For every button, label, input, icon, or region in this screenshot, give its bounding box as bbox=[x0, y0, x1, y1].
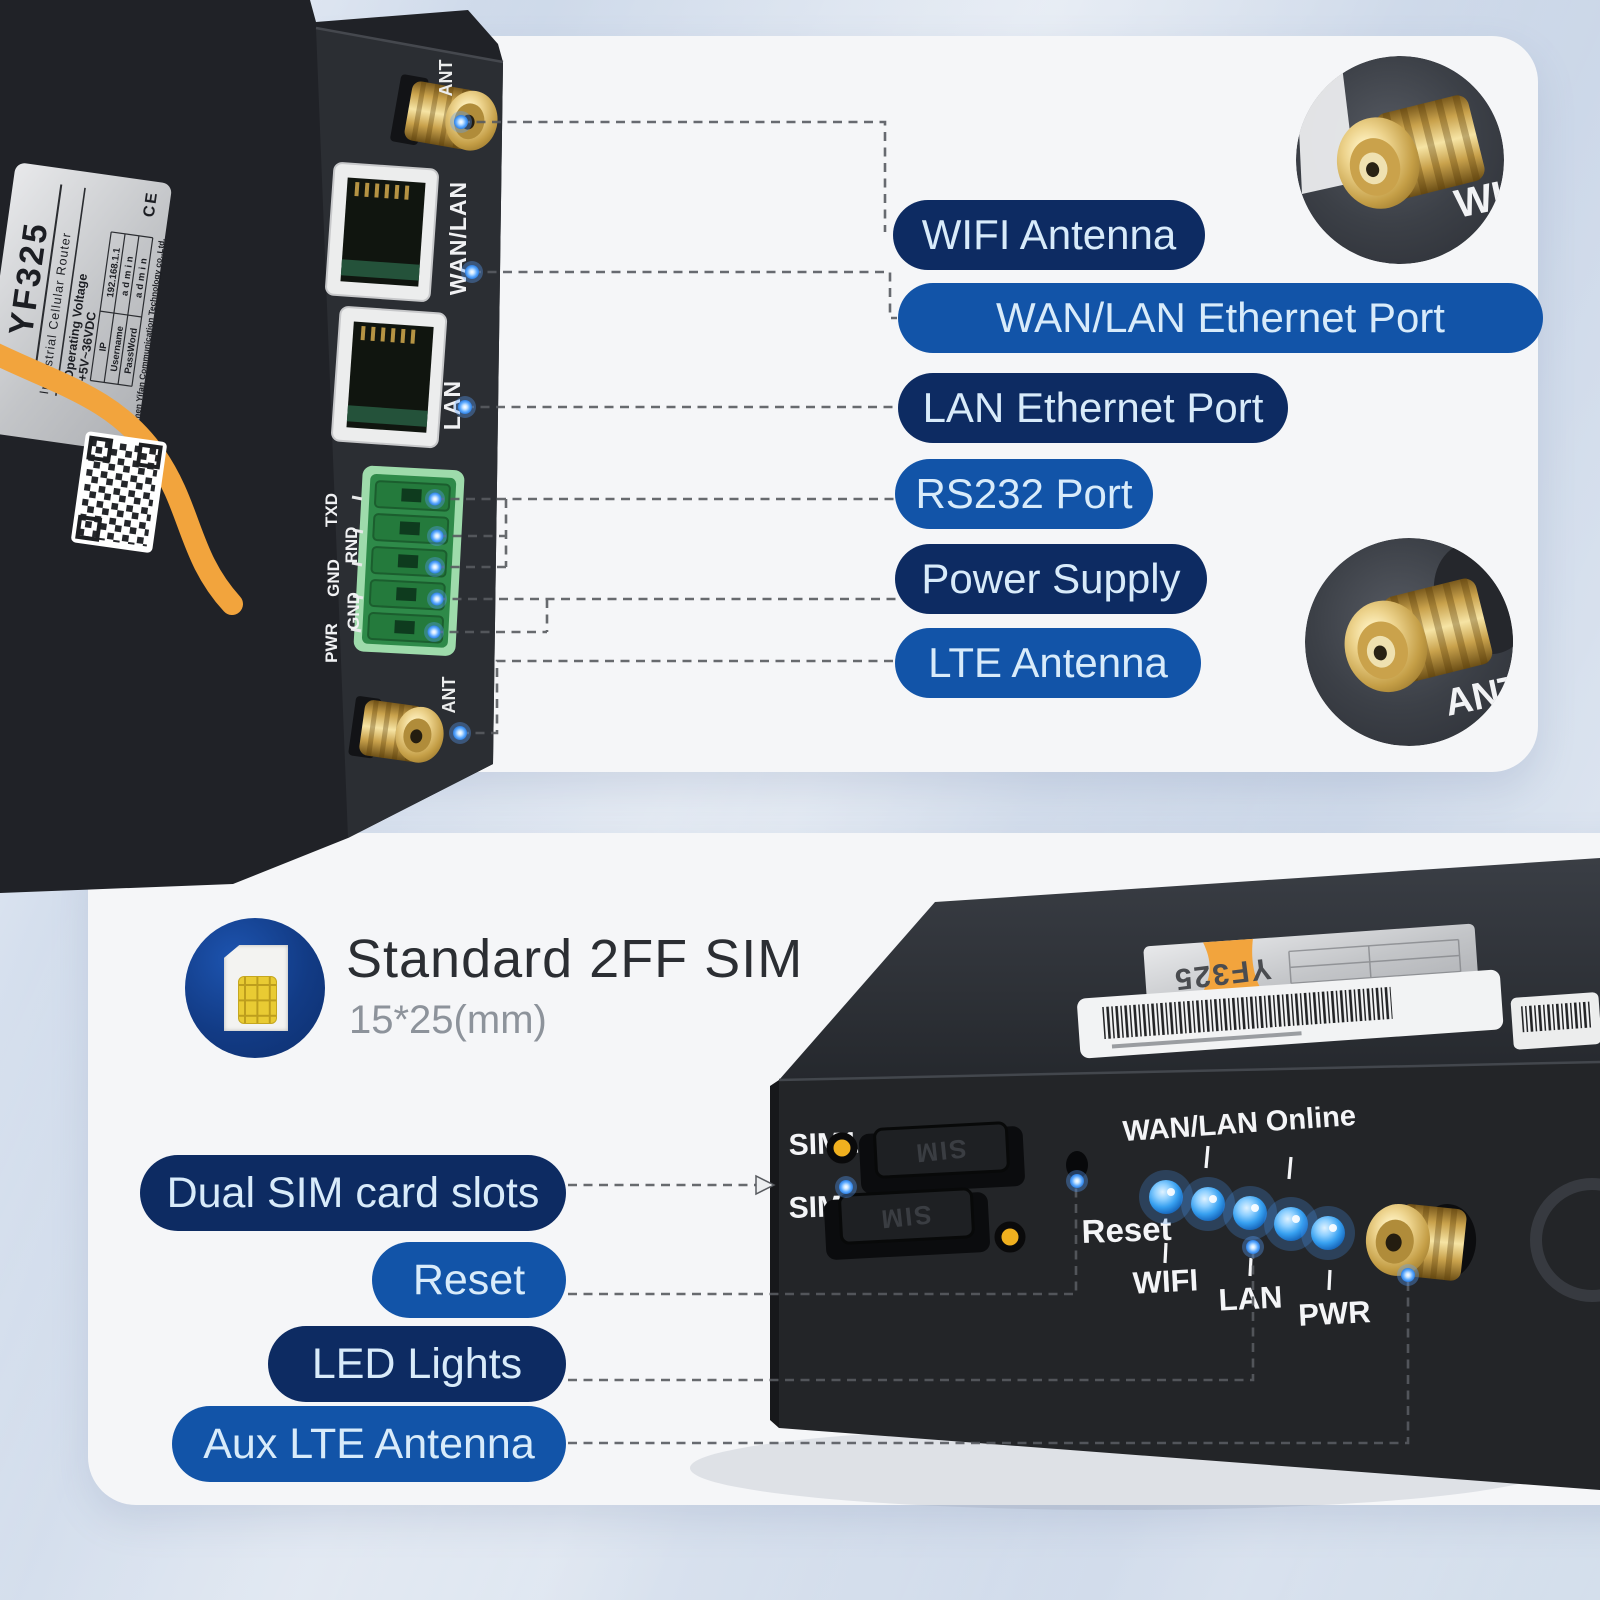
pin-label-txd: TXD bbox=[322, 493, 341, 527]
qr-code bbox=[71, 431, 167, 553]
led-wifi-label: WIFI bbox=[1132, 1262, 1199, 1300]
sim1-cover-text: SIM bbox=[913, 1133, 968, 1168]
sim-card-shape bbox=[224, 945, 288, 1031]
reset-label: Reset bbox=[1081, 1210, 1172, 1250]
reset-hole bbox=[1066, 1151, 1088, 1179]
pin-tick-marks bbox=[350, 495, 364, 633]
sim-chip bbox=[238, 976, 277, 1024]
callout-reset: Reset bbox=[372, 1242, 566, 1318]
sim1-slot: SIM bbox=[858, 1121, 1025, 1194]
callout-lte-antenna: LTE Antenna bbox=[895, 628, 1201, 698]
pin-label-gnd1: GND bbox=[324, 559, 343, 597]
callout-label: LAN Ethernet Port bbox=[922, 384, 1264, 431]
callout-label: LED Lights bbox=[311, 1339, 523, 1388]
barcode-sticker bbox=[1077, 969, 1504, 1059]
dual-sim-arrowhead bbox=[755, 1174, 776, 1196]
barcode-sticker-right bbox=[1510, 992, 1600, 1050]
callout-label: LTE Antenna bbox=[928, 639, 1168, 686]
terminal-block bbox=[353, 465, 465, 656]
router-front-view: YF325 SIM1 SIM bbox=[690, 858, 1600, 1510]
callout-lines bbox=[434, 120, 1410, 1445]
pin-label-gnd2: GND bbox=[344, 592, 363, 630]
callout-label: Power Supply bbox=[921, 555, 1181, 602]
antenna-closeup-wifi: WI bbox=[1296, 56, 1508, 264]
sim-info-dimensions: 15*25(mm) bbox=[349, 998, 547, 1042]
sim-info-title: Standard 2FF SIM bbox=[346, 929, 804, 989]
spec-ip-key: IP bbox=[98, 341, 110, 352]
wan-lan-port bbox=[325, 162, 439, 302]
router-side-view: YF325 Industrial Cellular Router Operati… bbox=[0, 0, 504, 893]
pin-label-rnd: RND bbox=[342, 527, 361, 564]
callout-label: RS232 Port bbox=[915, 470, 1133, 517]
lte-antenna-connector bbox=[348, 696, 444, 763]
ce-mark: CE bbox=[141, 190, 161, 218]
sim2-cover-text: SIM bbox=[878, 1199, 933, 1234]
aux-lte-connector bbox=[1365, 1203, 1477, 1281]
callout-dual-sim: Dual SIM card slots bbox=[140, 1155, 566, 1231]
sim2-slot: SIM bbox=[824, 1187, 990, 1260]
embossed-logo bbox=[1530, 1178, 1600, 1302]
led-pwr-label: PWR bbox=[1297, 1294, 1371, 1333]
callout-label: WIFI Antenna bbox=[921, 211, 1177, 258]
callout-label: WAN/LAN Ethernet Port bbox=[996, 294, 1445, 341]
pin-label-pwr: PWR bbox=[322, 623, 341, 663]
callout-wifi-antenna: WIFI Antenna bbox=[893, 200, 1205, 270]
closeup-wifi-caption: WI bbox=[1451, 174, 1508, 227]
indicator-dots bbox=[424, 111, 1419, 1286]
lan-port bbox=[331, 306, 448, 449]
callout-wan-lan-port: WAN/LAN Ethernet Port bbox=[898, 283, 1543, 353]
callout-label: Aux LTE Antenna bbox=[203, 1419, 535, 1468]
callout-power-supply: Power Supply bbox=[895, 544, 1207, 614]
callout-lan-port: LAN Ethernet Port bbox=[898, 373, 1288, 443]
sim1-eject-button bbox=[826, 1132, 858, 1164]
callout-label: Reset bbox=[412, 1255, 526, 1304]
led-lan-label: LAN bbox=[1218, 1279, 1283, 1317]
ant-label-top: ANT bbox=[436, 60, 456, 97]
sim-card-icon bbox=[185, 918, 325, 1058]
callout-led-lights: LED Lights bbox=[268, 1326, 566, 1402]
led-lights bbox=[1139, 1170, 1355, 1260]
ant-label-bottom: ANT bbox=[439, 677, 459, 714]
callout-label: Dual SIM card slots bbox=[166, 1168, 540, 1217]
antenna-closeup-lte: ANT bbox=[1305, 538, 1513, 746]
sim2-eject-button bbox=[994, 1221, 1026, 1253]
callout-rs232-port: RS232 Port bbox=[895, 459, 1153, 529]
callout-aux-lte-antenna: Aux LTE Antenna bbox=[172, 1406, 566, 1482]
wifi-antenna-connector bbox=[390, 74, 498, 151]
